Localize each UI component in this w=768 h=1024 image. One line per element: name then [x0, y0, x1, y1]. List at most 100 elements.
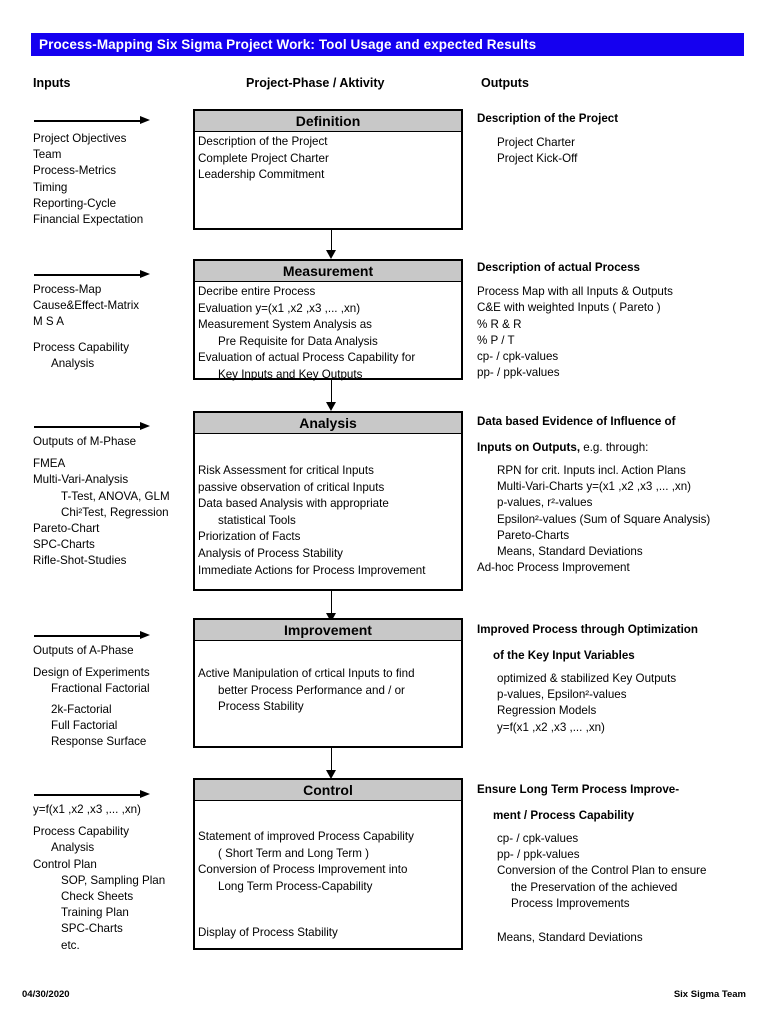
list-item: T-Test, ANOVA, GLM	[61, 489, 170, 503]
spacer	[198, 436, 461, 463]
phase-activities-improvement: Active Manipulation of crtical Inputs to…	[195, 641, 461, 716]
activity-item: Evaluation of actual Process Capability …	[198, 351, 416, 365]
list-item: Process-Metrics	[33, 164, 117, 178]
activity-item: Immediate Actions for Process Improvemen…	[198, 563, 426, 577]
list-item: Full Factorial	[51, 718, 118, 732]
activity-item: Leadership Commitment	[198, 168, 325, 182]
phase-activities-definition: Description of the Project Complete Proj…	[195, 132, 461, 184]
activity-item: Active Manipulation of crtical Inputs to…	[198, 667, 415, 680]
arrow-shaft	[34, 794, 142, 796]
arrow-head	[326, 250, 336, 259]
activity-item: Key Inputs and Key Outputs	[218, 367, 363, 381]
flow-arrow-analysis-improvement	[326, 591, 337, 622]
activity-item: Process Stability	[218, 700, 304, 714]
list-item: Multi-Vari-Analysis	[33, 473, 129, 487]
list-item: Regression Models	[497, 704, 597, 718]
list-item: % P / T	[477, 333, 515, 347]
list-item: y=f(x1 ,x2 ,x3 ,... ,xn)	[497, 720, 605, 734]
arrow-shaft	[330, 230, 333, 251]
activity-item: Display of Process Stability	[198, 926, 338, 940]
phase-box-improvement: Improvement Active Manipulation of crtic…	[193, 618, 463, 748]
list-item: p-values, Epsilon²-values	[497, 688, 627, 702]
outputs-heading: Improved Process through Optimization	[477, 623, 698, 636]
outputs-heading-2-bold: Inputs on Outputs,	[477, 441, 581, 454]
arrow-head	[140, 790, 150, 798]
list-item: Process-Map	[33, 283, 102, 296]
list-item: Project Objectives	[33, 132, 127, 145]
spacer	[477, 912, 763, 930]
list-item: Analysis	[51, 356, 95, 370]
outputs-heading: Data based Evidence of Influence of	[477, 415, 676, 428]
list-item: Pareto-Chart	[33, 522, 100, 536]
list-item: Multi-Vari-Charts y=(x1 ,x2 ,x3 ,... ,xn…	[497, 480, 692, 494]
list-item: RPN for crit. Inputs incl. Action Plans	[497, 464, 686, 477]
activity-item: Statement of improved Process Capability	[198, 830, 414, 843]
activity-item: ( Short Term and Long Term )	[218, 846, 370, 860]
outputs-heading: Description of actual Process	[477, 261, 641, 274]
list-item: Process Capability	[33, 825, 130, 839]
list-item: cp- / cpk-values	[477, 350, 559, 364]
activity-item: Complete Project Charter	[198, 151, 329, 165]
list-item: Timing	[33, 180, 68, 194]
phase-box-analysis: Analysis Risk Assessment for critical In…	[193, 411, 463, 591]
spacer	[198, 803, 461, 829]
inputs-list-control: y=f(x1 ,x2 ,x3 ,... ,xn) Process Capabil…	[33, 802, 193, 954]
phase-title-analysis: Analysis	[195, 413, 461, 434]
footer-date: 04/30/2020	[22, 989, 70, 1000]
flow-arrow-improvement-control	[326, 748, 337, 779]
activity-item: Pre Requisite for Data Analysis	[218, 334, 378, 348]
list-item: Chi²Test, Regression	[61, 505, 169, 519]
input-arrow-analysis	[34, 422, 150, 431]
phase-activities-analysis: Risk Assessment for critical Inputs pass…	[195, 434, 461, 579]
list-item: y=f(x1 ,x2 ,x3 ,... ,xn)	[33, 803, 141, 816]
activity-item: Risk Assessment for critical Inputs	[198, 464, 374, 477]
column-header-phase: Project-Phase / Aktivity	[246, 76, 385, 90]
activity-item: Description of the Project	[198, 135, 328, 148]
arrow-head	[326, 613, 336, 622]
outputs-heading-2-tail: e.g. through:	[580, 441, 649, 454]
list-item: Conversion of the Control Plan to ensure	[497, 864, 707, 878]
phase-box-definition: Definition Description of the Project Co…	[193, 109, 463, 230]
list-item: Means, Standard Deviations	[497, 931, 643, 945]
arrow-shaft	[34, 426, 142, 428]
list-item: Means, Standard Deviations	[497, 545, 643, 559]
list-item: Financial Expectation	[33, 213, 144, 227]
arrow-head	[140, 631, 150, 639]
list-item: pp- / ppk-values	[497, 848, 580, 862]
activity-item: Measurement System Analysis as	[198, 318, 372, 332]
arrow-head	[140, 270, 150, 278]
phase-activities-measurement: Decribe entire Process Evaluation y=(x1 …	[195, 282, 461, 384]
spacer	[477, 276, 763, 284]
column-header-outputs: Outputs	[481, 76, 529, 90]
arrow-head	[326, 402, 336, 411]
column-header-inputs: Inputs	[33, 76, 71, 90]
activity-item: Analysis of Process Stability	[198, 546, 343, 560]
phase-title-definition: Definition	[195, 111, 461, 132]
arrow-shaft	[34, 274, 142, 276]
outputs-heading: Ensure Long Term Process Improve-	[477, 783, 680, 796]
outputs-list-measurement: Description of actual Process Process Ma…	[477, 260, 763, 381]
arrow-head	[140, 422, 150, 430]
input-arrow-control	[34, 790, 150, 799]
spacer	[477, 127, 763, 135]
phase-title-measurement: Measurement	[195, 261, 461, 282]
activity-item: better Process Performance and / or	[218, 683, 405, 697]
spacer	[198, 895, 461, 925]
inputs-list-analysis: Outputs of M-Phase FMEA Multi-Vari-Analy…	[33, 434, 193, 570]
activity-item: Data based Analysis with appropriate	[198, 497, 389, 511]
list-item: Project Charter	[497, 136, 575, 150]
list-item: pp- / ppk-values	[477, 366, 560, 380]
spacer	[33, 331, 193, 340]
list-item: cp- / cpk-values	[497, 832, 579, 845]
activity-item: Conversion of Process Improvement into	[198, 863, 408, 877]
phase-activities-control: Statement of improved Process Capability…	[195, 801, 461, 942]
list-item: FMEA	[33, 457, 66, 471]
list-item: Project Kick-Off	[497, 152, 578, 166]
list-item: 2k-Factorial	[51, 702, 112, 716]
arrow-shaft	[34, 120, 142, 122]
outputs-heading: Description of the Project	[477, 112, 619, 125]
list-item: SPC-Charts	[61, 922, 123, 936]
list-item: Rifle-Shot-Studies	[33, 554, 127, 568]
inputs-list-measurement: Process-Map Cause&Effect-Matrix M S A Pr…	[33, 282, 193, 372]
list-item: Training Plan	[61, 906, 129, 920]
